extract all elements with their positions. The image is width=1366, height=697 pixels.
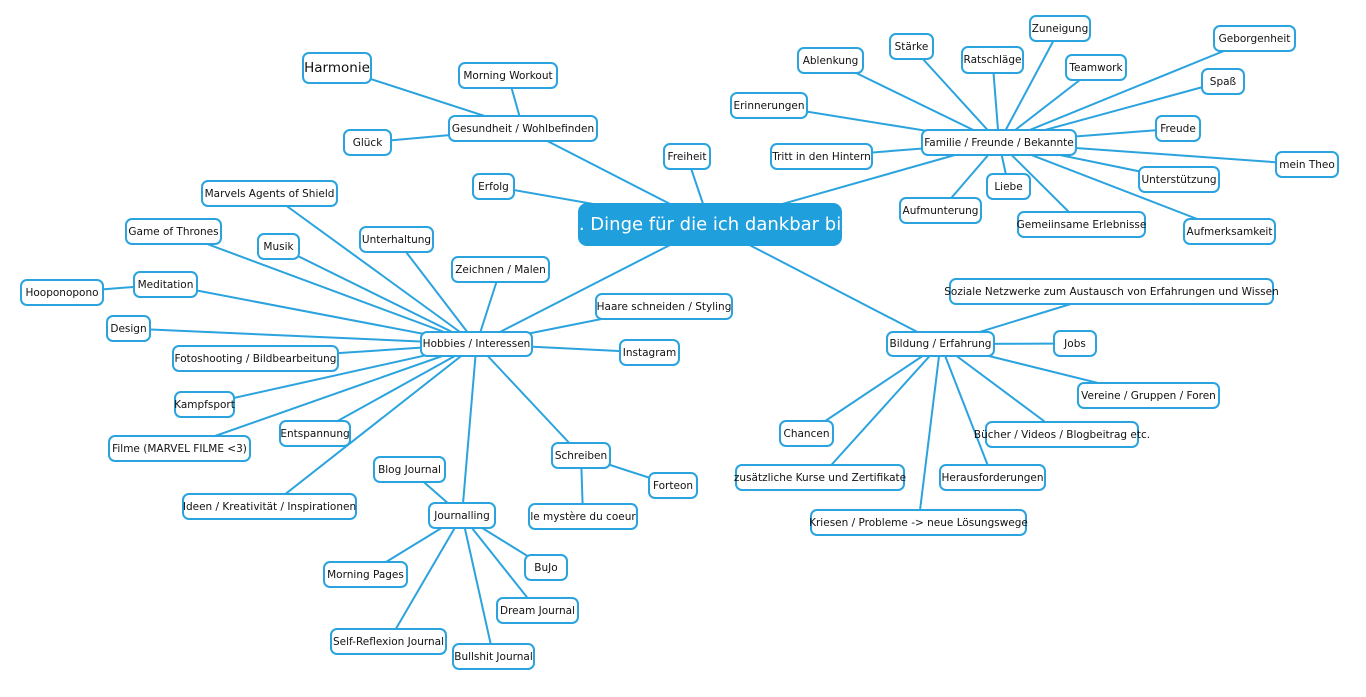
topic-staerke[interactable]: Stärke [889,33,934,60]
topic-jobs[interactable]: Jobs [1053,330,1097,357]
connector-hobbies-unterhaltung [395,238,478,345]
topic-schreiben[interactable]: Schreiben [551,442,611,469]
topic-unterstuetzung[interactable]: Unterstützung [1138,166,1220,193]
connector-journalling-self [387,514,463,643]
topic-aufmerksamkeit[interactable]: Aufmerksamkeit [1183,218,1276,245]
connector-bildung-kurse [819,343,942,479]
topic-erinnerungen[interactable]: Erinnerungen [730,92,808,119]
topic-geborgenheit[interactable]: Geborgenheit [1213,25,1296,52]
topic-familie[interactable]: Familie / Freunde / Bekannte [921,129,1077,156]
connector-hobbies-journalling [461,343,478,516]
topic-teamwork[interactable]: Teamwork [1065,54,1127,81]
topic-self[interactable]: Self-Reflexion Journal [330,628,447,655]
connector-journalling-dream [461,514,539,612]
connector-hobbies-schreiben [475,343,582,457]
topic-zuneigung[interactable]: Zuneigung [1029,15,1091,42]
topic-tritt[interactable]: Tritt in den Hintern [770,143,873,170]
topic-journalling[interactable]: Journalling [428,502,496,529]
topic-entspannung[interactable]: Entspannung [279,420,351,447]
connector-journalling-bullshit [461,515,495,657]
topic-ablenkung[interactable]: Ablenkung [797,47,864,74]
topic-freiheit[interactable]: Freiheit [663,143,711,170]
topic-kriesen[interactable]: Kriesen / Probleme -> neue Lösungswege [809,509,1028,536]
topic-erfolg[interactable]: Erfolg [472,173,515,200]
connector-bildung-chancen [805,343,942,435]
topic-erlebnisse[interactable]: Gemeiinsame Erlebnisse [1017,211,1146,238]
connector-hobbies-design [128,327,477,345]
topic-marvels[interactable]: Marvels Agents of Shield [201,180,338,207]
topic-vereine[interactable]: Vereine / Gruppen / Foren [1077,382,1220,409]
topic-gesundheit[interactable]: Gesundheit / Wohlbefinden [448,115,598,142]
connector-familie-geborgenheit [998,37,1255,144]
topic-pages[interactable]: Morning Pages [323,561,408,588]
connector-familie-erlebnisse [998,141,1083,226]
topic-harmonie[interactable]: Harmonie [302,52,372,84]
topic-aufmunterung[interactable]: Aufmunterung [899,197,982,224]
topic-instagram[interactable]: Instagram [619,339,680,366]
central-topic[interactable]: ... Dinge für die ich dankbar bin [567,203,853,246]
connector-bildung-buecher [939,343,1063,436]
topic-hooponopono[interactable]: Hooponopono [20,279,104,306]
topic-buecher[interactable]: Bücher / Videos / Blogbeitrag etc. [974,421,1150,448]
topic-soziale[interactable]: Soziale Netzwerke zum Austausch von Erfa… [944,278,1279,305]
topic-forteon[interactable]: Forteon [648,472,698,499]
topic-ratschlaege[interactable]: Ratschläge [961,46,1024,74]
topic-filme[interactable]: Filme (MARVEL FILME <3) [108,435,251,462]
topic-design[interactable]: Design [106,315,151,342]
topic-bildung[interactable]: Bildung / Erfahrung [886,331,995,357]
topic-chancen[interactable]: Chancen [779,420,834,447]
topic-bujo[interactable]: BuJo [524,554,568,581]
connector-familie-zuneigung [998,28,1061,143]
topic-workout[interactable]: Morning Workout [458,62,558,89]
connector-familie-staerke [910,45,1000,144]
topic-zeichnen[interactable]: Zeichnen / Malen [451,256,550,283]
topic-mystere[interactable]: le mystère du coeur [528,503,638,530]
connector-hobbies-filme [179,343,477,450]
connector-hobbies-musik [278,245,477,345]
connector-hobbies-got [173,230,477,345]
topic-musik[interactable]: Musik [257,233,300,260]
topic-unterhaltung[interactable]: Unterhaltung [359,226,434,253]
topic-dream[interactable]: Dream Journal [496,597,579,624]
topic-glueck[interactable]: Glück [343,129,392,156]
topic-herausforderungen[interactable]: Herausforderungen [939,464,1046,491]
topic-liebe[interactable]: Liebe [986,173,1031,200]
topic-kurse[interactable]: zusätzliche Kurse und Zertifikate [734,464,906,491]
topic-blog[interactable]: Blog Journal [373,456,446,483]
connector-familie-aufmerksamkeit [998,141,1230,233]
topic-spass[interactable]: Spaß [1201,68,1245,95]
topic-hobbies[interactable]: Hobbies / Interessen [420,331,533,357]
topic-bullshit[interactable]: Bullshit Journal [452,643,535,670]
topic-theo[interactable]: mein Theo [1275,151,1339,178]
connector-hobbies-ideen [268,343,478,508]
connector-bildung-herausforderungen [939,343,994,478]
connector-bildung-kriesen [917,343,942,523]
topic-kampfsport[interactable]: Kampfsport [174,391,235,418]
topic-meditation[interactable]: Meditation [133,271,198,298]
topic-foto[interactable]: Fotoshooting / Bildbearbeitung [172,345,339,372]
topic-freude[interactable]: Freude [1155,115,1201,142]
topic-ideen[interactable]: Ideen / Kreativität / Inspirationen [182,493,357,520]
topic-haare[interactable]: Haare schneiden / Styling [595,293,733,320]
connector-hobbies-entspannung [314,343,477,435]
connector-familie-ablenkung [830,59,1000,144]
connector-hobbies-marvels [268,192,478,345]
topic-got[interactable]: Game of Thrones [125,218,222,245]
